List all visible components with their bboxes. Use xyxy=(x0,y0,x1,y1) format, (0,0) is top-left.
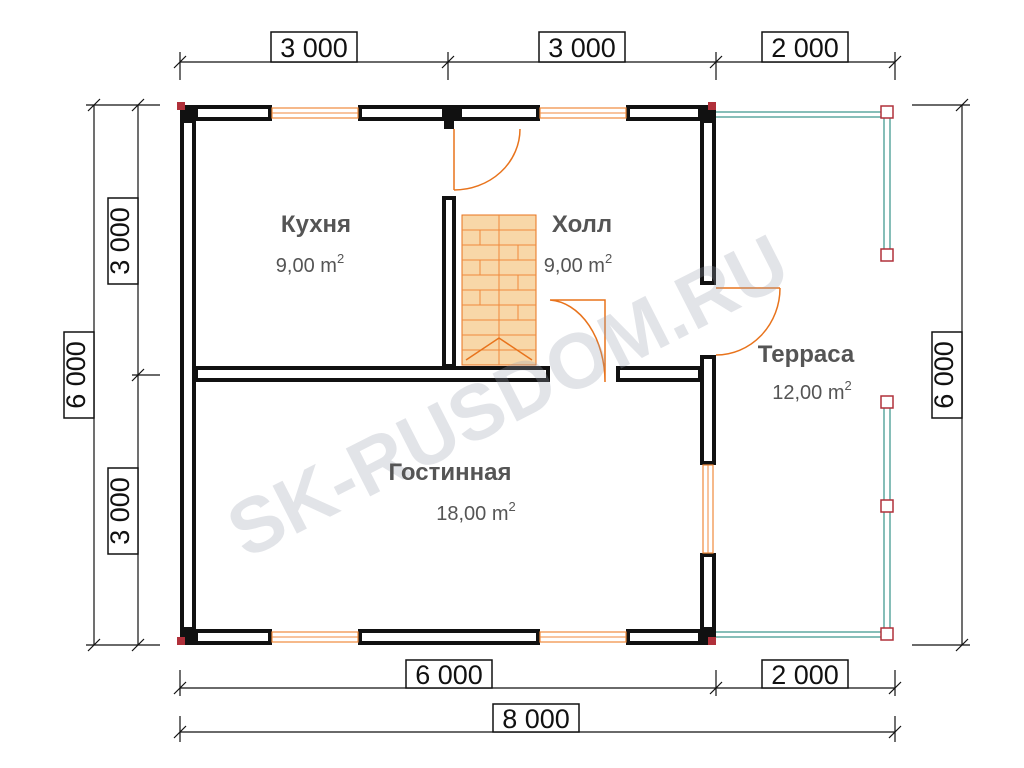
dim-right-total: 6 000 xyxy=(929,341,959,409)
staircase xyxy=(461,214,537,366)
area-sup: 2 xyxy=(509,499,516,514)
room-name: Терраса xyxy=(758,341,855,368)
dim-top-3: 2 000 xyxy=(771,33,839,63)
terrace-post xyxy=(880,627,894,641)
area-sup: 2 xyxy=(337,251,344,266)
dim-bottom-2: 2 000 xyxy=(771,660,839,690)
dim-left-upper: 3 000 xyxy=(105,207,135,275)
room-name: Гостинная xyxy=(389,459,512,486)
terrace-post xyxy=(880,395,894,409)
room-name: Холл xyxy=(552,211,612,238)
terrace-post xyxy=(880,248,894,262)
room-living: Гостинная 18,00 m2 xyxy=(389,459,516,525)
dim-left-lower: 3 000 xyxy=(105,477,135,545)
room-area: 12,00 m2 xyxy=(772,378,852,404)
walls xyxy=(177,102,716,645)
right-dimension: 6 000 xyxy=(912,98,970,652)
bottom-dimension-chain: 6 000 2 000 xyxy=(173,659,902,696)
top-dimension-chain: 3 000 3 000 2 000 xyxy=(173,31,902,80)
left-outer-dimension: 6 000 xyxy=(61,98,160,652)
room-area: 9,00 m2 xyxy=(276,251,344,277)
terrace-post xyxy=(880,105,894,119)
dim-total: 8 000 xyxy=(502,704,570,734)
door-hall-entry xyxy=(453,128,521,191)
terrace-post xyxy=(880,499,894,513)
area-value: 9,00 m xyxy=(544,255,605,277)
dim-top-1: 3 000 xyxy=(280,33,348,63)
room-name: Кухня xyxy=(281,211,351,238)
area-value: 9,00 m xyxy=(276,255,337,277)
dim-bottom-1: 6 000 xyxy=(415,660,483,690)
windows xyxy=(271,107,714,643)
room-kitchen: Кухня 9,00 m2 xyxy=(276,211,351,277)
area-value: 18,00 m xyxy=(436,503,508,525)
room-terrace: Терраса 12,00 m2 xyxy=(758,341,855,404)
left-inner-dimension-chain: 3 000 3 000 xyxy=(105,98,160,652)
door-living xyxy=(549,299,606,383)
doors xyxy=(444,121,781,383)
area-sup: 2 xyxy=(605,251,612,266)
room-area: 18,00 m2 xyxy=(436,499,516,525)
area-value: 12,00 m xyxy=(772,382,844,404)
dim-left-total: 6 000 xyxy=(61,341,91,409)
terrace xyxy=(716,105,894,641)
area-sup: 2 xyxy=(845,378,852,393)
dim-top-2: 3 000 xyxy=(548,33,616,63)
room-area: 9,00 m2 xyxy=(544,251,612,277)
total-dimension: 8 000 xyxy=(173,703,902,742)
room-hall: Холл 9,00 m2 xyxy=(544,211,612,277)
door-terrace xyxy=(715,287,781,356)
